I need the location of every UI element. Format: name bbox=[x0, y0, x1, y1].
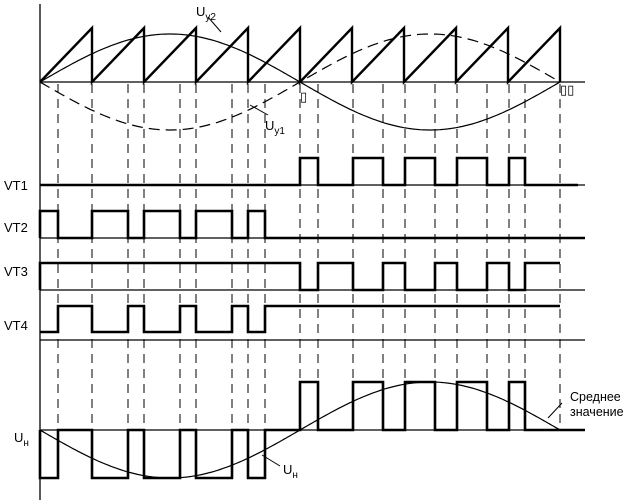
un-curve-leader bbox=[261, 454, 281, 467]
full-period-mark: ▯▯ bbox=[560, 82, 574, 97]
half-period-mark: ▯ bbox=[300, 89, 307, 104]
uy1-label: Uy1 bbox=[265, 118, 285, 137]
mean-leader bbox=[547, 402, 563, 419]
sawtooth-carrier bbox=[39, 25, 562, 85]
mean-value-label-line2: значение bbox=[570, 405, 624, 419]
vt3-pulse-train bbox=[38, 261, 560, 292]
projection-lines bbox=[57, 84, 561, 430]
vt1-label: VT1 bbox=[4, 178, 28, 193]
control-signal-uy1 bbox=[39, 33, 561, 131]
uy2-leader bbox=[207, 16, 222, 33]
vt4-label: VT4 bbox=[4, 318, 28, 333]
uy1-leader bbox=[249, 104, 269, 116]
un-curve-label: Uн bbox=[283, 462, 298, 481]
vt2-label: VT2 bbox=[4, 220, 28, 235]
vt2-pulse-train bbox=[38, 209, 585, 240]
uy2-label: Uy2 bbox=[196, 4, 216, 23]
leader-lines bbox=[207, 16, 563, 467]
mean-value-label-line1: Среднее bbox=[570, 390, 621, 404]
un-axis-label: Uн bbox=[14, 430, 29, 449]
vt4-pulse-train bbox=[40, 304, 560, 334]
vt1-pulse-train bbox=[40, 156, 578, 187]
output-mean-curve bbox=[39, 381, 561, 479]
vt3-label: VT3 bbox=[4, 264, 28, 279]
axes bbox=[39, 4, 585, 500]
